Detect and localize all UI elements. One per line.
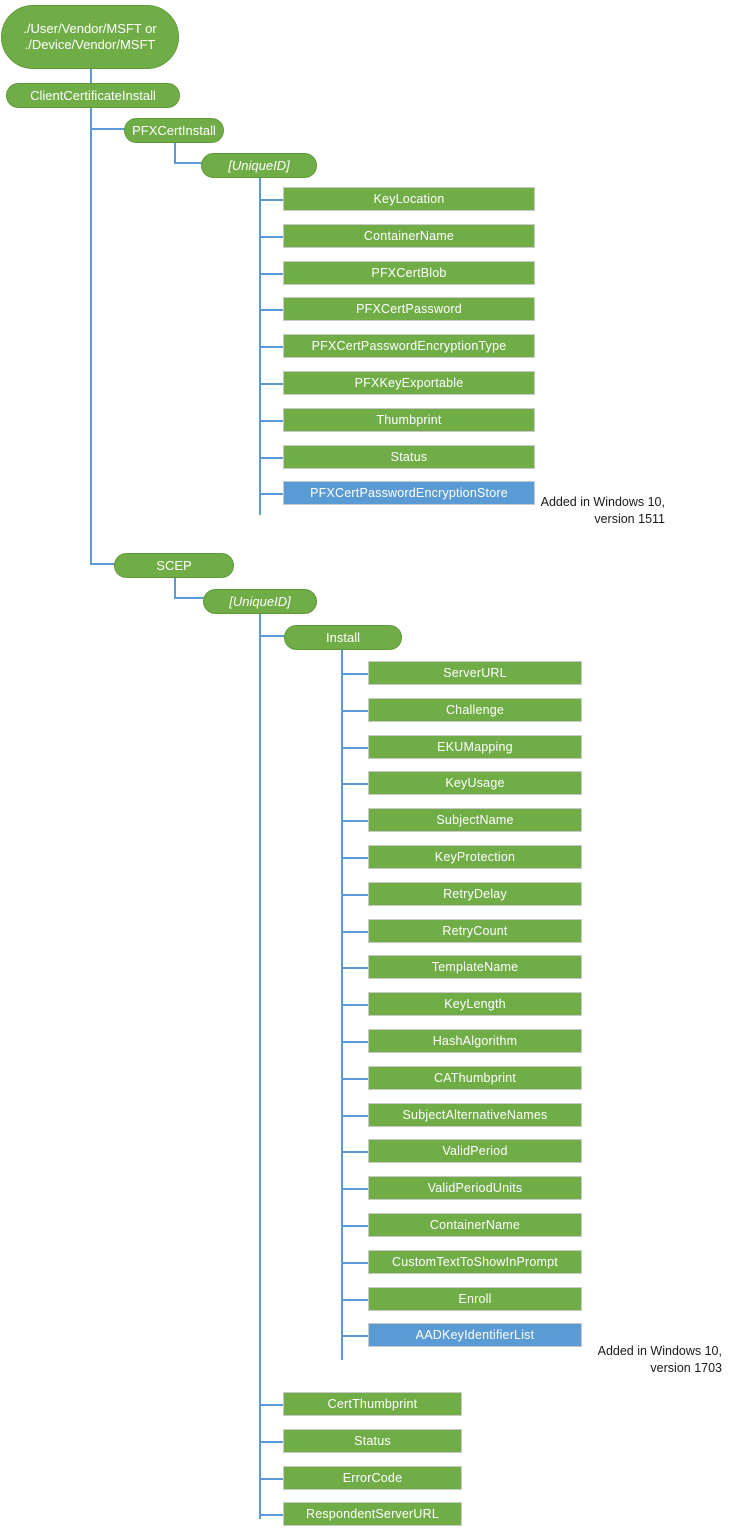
node-scep: SCEP bbox=[114, 553, 234, 578]
connector-stub bbox=[259, 272, 283, 275]
connector-pfx-trunk bbox=[174, 143, 176, 164]
leaf-node: Status bbox=[283, 444, 535, 469]
leaf-node: ContainerName bbox=[283, 223, 535, 248]
connector-stub bbox=[259, 456, 283, 459]
connector-stub bbox=[259, 493, 283, 496]
connector-scep-to-uniqueid bbox=[174, 597, 205, 599]
leaf-node: SubjectName bbox=[368, 808, 582, 833]
connector-stub bbox=[341, 1225, 368, 1227]
connector-stub bbox=[341, 893, 368, 896]
annotation-pfx-added-version: Added in Windows 10, version 1511 bbox=[540, 495, 665, 526]
connector-stub bbox=[341, 930, 368, 933]
connector-uniqueid-to-install bbox=[259, 635, 286, 637]
connector-stub bbox=[259, 383, 283, 385]
connector-stub bbox=[341, 1114, 368, 1117]
connector-stub bbox=[341, 820, 368, 823]
leaf-node: CertThumbprint bbox=[283, 1392, 462, 1416]
connector-stub bbox=[341, 1298, 368, 1301]
connector-stub bbox=[259, 346, 283, 349]
leaf-node: SubjectAlternativeNames bbox=[368, 1102, 582, 1127]
leaf-node: CustomTextToShowInPrompt bbox=[368, 1249, 582, 1274]
leaf-node: PFXCertBlob bbox=[283, 260, 535, 285]
leaf-node: ErrorCode bbox=[283, 1465, 462, 1490]
leaf-node: ServerURL bbox=[368, 661, 582, 685]
leaf-node: RetryDelay bbox=[368, 881, 582, 906]
connector-stub bbox=[341, 857, 368, 859]
connector-stub bbox=[259, 1514, 283, 1517]
connector-stub bbox=[341, 673, 368, 675]
connector-stub bbox=[259, 199, 283, 201]
leaf-node: PFXCertPassword bbox=[283, 297, 535, 322]
node-scep-uniqueid: [UniqueID] bbox=[203, 589, 317, 614]
node-pfxcertinstall: PFXCertInstall bbox=[124, 118, 224, 143]
leaf-node: KeyLocation bbox=[283, 187, 535, 211]
node-root: ./User/Vendor/MSFT or ./Device/Vendor/MS… bbox=[1, 5, 179, 69]
connector-stub bbox=[341, 1041, 368, 1043]
node-install: Install bbox=[284, 625, 402, 650]
leaf-node: KeyProtection bbox=[368, 845, 582, 869]
connector-stub bbox=[341, 1077, 368, 1080]
leaf-node: ValidPeriod bbox=[368, 1139, 582, 1164]
leaf-node: CAThumbprint bbox=[368, 1065, 582, 1090]
connector-scep-trunk bbox=[174, 578, 176, 599]
connector-level1-trunk bbox=[90, 108, 92, 565]
connector-level1-to-pfx bbox=[90, 128, 126, 130]
connector-level1-to-scep bbox=[90, 563, 116, 565]
leaf-node: ContainerName bbox=[368, 1213, 582, 1237]
connector-stub bbox=[341, 1004, 368, 1007]
node-pfx-uniqueid: [UniqueID] bbox=[201, 153, 317, 178]
leaf-node: KeyLength bbox=[368, 992, 582, 1017]
connector-scep-uniqueid-trunk bbox=[259, 614, 261, 1519]
connector-stub bbox=[259, 1404, 283, 1406]
connector-stub bbox=[341, 746, 368, 749]
leaf-node: KeyUsage bbox=[368, 771, 582, 796]
leaf-node: Enroll bbox=[368, 1286, 582, 1311]
leaf-node: Challenge bbox=[368, 697, 582, 722]
connector-stub bbox=[259, 235, 283, 238]
node-clientcertificateinstall: ClientCertificateInstall bbox=[6, 83, 180, 108]
connector-stub bbox=[341, 1151, 368, 1154]
connector-stub bbox=[259, 419, 283, 422]
connector-stub bbox=[341, 709, 368, 712]
leaf-node: RespondentServerURL bbox=[283, 1502, 462, 1527]
leaf-node: PFXCertPasswordEncryptionType bbox=[283, 334, 535, 359]
connector-pfx-to-uniqueid bbox=[174, 162, 203, 164]
connector-stub bbox=[341, 967, 368, 970]
connector-stub bbox=[341, 783, 368, 786]
leaf-node: TemplateName bbox=[368, 955, 582, 980]
leaf-node: Thumbprint bbox=[283, 407, 535, 432]
leaf-node: HashAlgorithm bbox=[368, 1029, 582, 1053]
leaf-node: PFXKeyExportable bbox=[283, 371, 535, 395]
connector-root-to-level1 bbox=[90, 69, 92, 93]
leaf-node: ValidPeriodUnits bbox=[368, 1176, 582, 1201]
connector-stub bbox=[341, 1188, 368, 1191]
leaf-node: AADKeyIdentifierList bbox=[368, 1323, 582, 1348]
connector-stub bbox=[259, 1440, 283, 1443]
annotation-install-added-version: Added in Windows 10, version 1703 bbox=[597, 1344, 722, 1375]
leaf-node: EKUMapping bbox=[368, 734, 582, 759]
leaf-node: PFXCertPasswordEncryptionStore bbox=[283, 481, 535, 506]
connector-stub bbox=[259, 1477, 283, 1480]
connector-stub bbox=[341, 1261, 368, 1264]
connector-stub bbox=[341, 1335, 368, 1338]
leaf-node: Status bbox=[283, 1428, 462, 1453]
connector-stub bbox=[259, 309, 283, 312]
leaf-node: RetryCount bbox=[368, 918, 582, 943]
